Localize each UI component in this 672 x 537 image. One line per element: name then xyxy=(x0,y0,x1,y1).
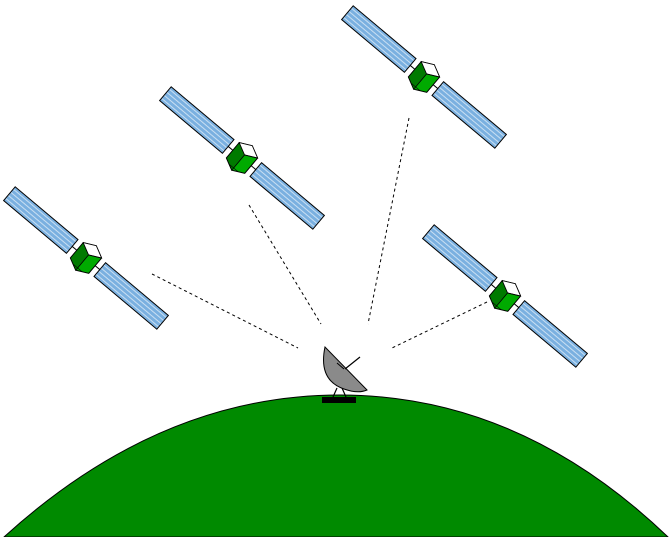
solar-panel-left xyxy=(2,186,79,255)
satellite-body xyxy=(488,279,522,312)
solar-panel-left xyxy=(158,86,235,155)
solar-panel-right xyxy=(431,80,508,149)
solar-panel-left xyxy=(340,5,417,74)
signal-links xyxy=(151,117,488,349)
satellite-icon xyxy=(340,5,508,149)
dish-base xyxy=(322,397,356,403)
dish-feed xyxy=(344,356,361,370)
signal-link-1 xyxy=(151,273,299,349)
satellites xyxy=(2,5,589,368)
satellite-icon xyxy=(421,224,589,368)
solar-panel-right xyxy=(249,161,326,230)
satellite-dish-icon xyxy=(322,345,368,403)
signal-link-4 xyxy=(391,301,488,349)
satellite-icon xyxy=(158,86,326,230)
solar-panel-right xyxy=(512,299,589,368)
solar-panel-left xyxy=(421,224,498,293)
signal-link-2 xyxy=(248,204,322,325)
satellite-icon xyxy=(2,186,170,330)
satellite-body xyxy=(69,241,103,274)
solar-panel-right xyxy=(93,261,170,330)
dish-reflector xyxy=(323,345,368,393)
satellite-body xyxy=(407,60,441,93)
earth-surface xyxy=(3,394,669,537)
signal-link-3 xyxy=(367,117,410,325)
satellite-body xyxy=(225,141,259,174)
